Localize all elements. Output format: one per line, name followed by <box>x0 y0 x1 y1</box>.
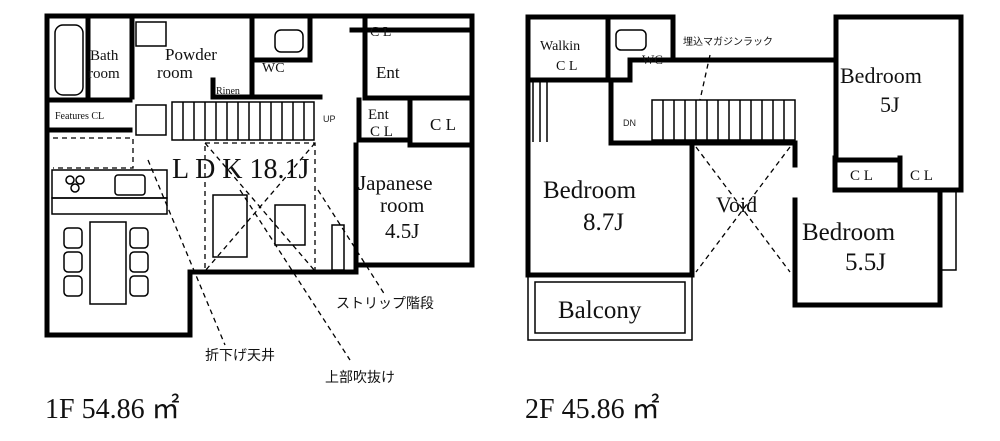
magazine-rack-label: 埋込マガジンラック <box>683 36 773 48</box>
bedroom-87-size: 8.7J <box>583 209 624 236</box>
up-label: UP <box>323 114 336 124</box>
void-label: Void <box>716 192 757 217</box>
toilet-2f <box>615 29 647 51</box>
japanese-room-size: 4.5J <box>385 219 419 243</box>
sofa <box>212 194 248 258</box>
strip-stairs-mark <box>331 224 345 271</box>
lowered-ceiling-area <box>204 142 316 272</box>
staircase-1f <box>171 101 315 141</box>
sink <box>114 174 146 196</box>
washing-machine <box>135 21 167 47</box>
floor-2-fixtures <box>532 29 796 142</box>
fridge <box>135 104 167 136</box>
ent-cl-label-2: C L <box>370 124 393 140</box>
kitchen-bar <box>51 197 168 215</box>
rinen-label: Rinen <box>216 86 240 97</box>
bath-label-2: room <box>88 66 120 82</box>
floor-2-dashed-lines <box>695 54 791 273</box>
floor-1-walls <box>44 13 475 338</box>
walkin-label: Walkin <box>540 39 580 54</box>
ldk-label: L D K 18.1J <box>172 154 310 185</box>
bedroom-55-size: 5.5J <box>845 249 886 276</box>
cl-label: C L <box>430 115 456 134</box>
powder-label-2: room <box>157 63 193 82</box>
bedroom-55-label: Bedroom <box>802 219 896 246</box>
void-above-label: 上部吹抜け <box>325 370 395 386</box>
lowered-ceiling-label: 折下げ天井 <box>205 348 275 364</box>
floor-1-dashed-lines <box>53 137 386 361</box>
toilet-1f <box>274 29 304 53</box>
dn-label: DN <box>623 118 636 128</box>
floor-2-walls <box>525 14 964 341</box>
dining-table <box>89 221 127 305</box>
bedroom-87-label: Bedroom <box>543 177 637 204</box>
powder-label: Powder <box>165 45 217 64</box>
japanese-room-label-2: room <box>380 193 424 217</box>
bedroom-5j-label: Bedroom <box>840 63 922 88</box>
floor-1-plan: Bath room Powder room Rinen WC C L Ent E… <box>44 13 475 425</box>
balcony-label: Balcony <box>558 297 642 324</box>
cl-1-label: C L <box>850 168 873 184</box>
coffee-table <box>274 204 306 246</box>
strip-stairs-label: ストリップ階段 <box>336 296 434 312</box>
cl-2-label: C L <box>910 168 933 184</box>
walkin-cl-label: C L <box>556 59 577 74</box>
bedroom-5j-size: 5J <box>880 92 900 117</box>
features-cl-label: Features CL <box>55 111 104 122</box>
bath-label: Bath <box>90 48 119 64</box>
bathtub <box>54 24 84 96</box>
ent-label: Ent <box>376 63 400 82</box>
wc-2f-label: WC <box>642 52 663 67</box>
balcony-rail <box>532 82 548 142</box>
staircase-2f <box>651 99 796 141</box>
floor-1-area: 1F 54.86 ㎡ <box>45 393 180 425</box>
floor-2-labels: Walkin C L WC 埋込マガジンラック Bedroom 5J DN Be… <box>525 36 933 425</box>
japanese-room-label: Japanese <box>358 171 433 195</box>
floor-2-area: 2F 45.86 ㎡ <box>525 393 660 425</box>
floor-1-labels: Bath room Powder room Rinen WC C L Ent E… <box>45 25 456 425</box>
floor-2-plan: Walkin C L WC 埋込マガジンラック Bedroom 5J DN Be… <box>525 14 964 425</box>
wc-label: WC <box>262 61 285 76</box>
cl-top-label: C L <box>370 25 391 40</box>
ent-cl-label: Ent <box>368 107 390 123</box>
